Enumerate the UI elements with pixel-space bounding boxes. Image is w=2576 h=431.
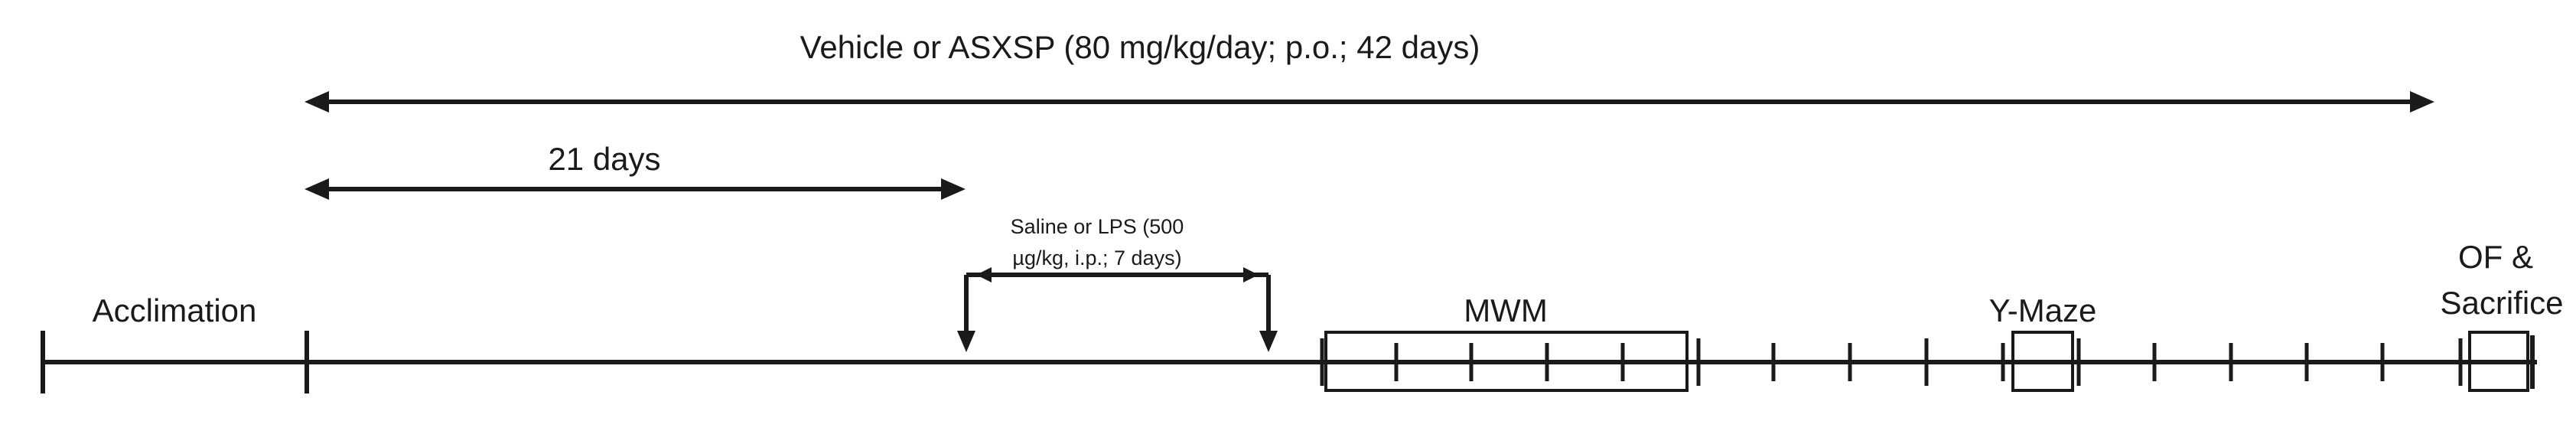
lps-injection-arrow xyxy=(957,267,1278,352)
saline-label-line2: µg/kg, i.p.; 7 days) xyxy=(1012,247,1181,269)
of-sacrifice-box xyxy=(2468,331,2529,392)
treatment-arrow xyxy=(304,91,2434,113)
of-label-line2: Sacrifice xyxy=(2440,285,2563,321)
ymaze-box xyxy=(2011,331,2074,392)
days21-arrow xyxy=(304,178,966,200)
of-label-line1: OF & xyxy=(2458,239,2533,275)
acclimation-label: Acclimation xyxy=(93,292,257,328)
mwm-label: MWM xyxy=(1464,292,1548,328)
days21-label: 21 days xyxy=(548,141,660,177)
timeline-ticks xyxy=(41,331,2535,393)
saline-label-line1: Saline or LPS (500 xyxy=(1011,215,1184,238)
mwm-box xyxy=(1324,331,1689,392)
vehicle-label: Vehicle or ASXSP (80 mg/kg/day; p.o.; 42… xyxy=(800,29,1480,65)
ymaze-label: Y-Maze xyxy=(1989,292,2097,328)
